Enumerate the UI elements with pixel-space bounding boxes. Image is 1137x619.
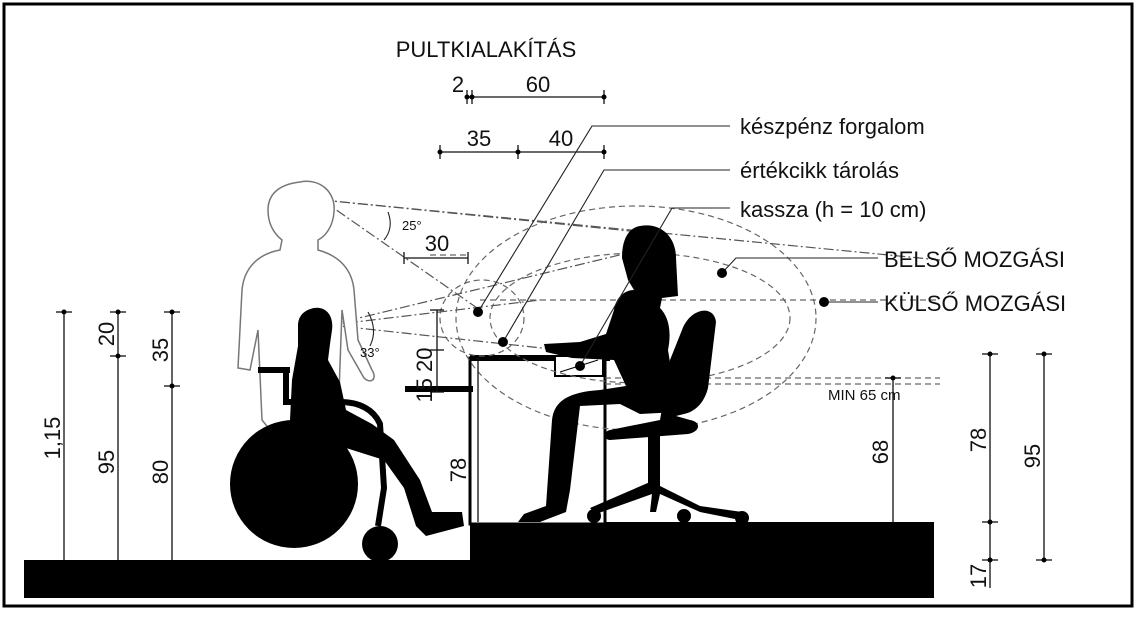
angle-33-label: 33° bbox=[360, 345, 380, 360]
dim-78-right-label: 78 bbox=[966, 428, 991, 452]
dim-30-label: 30 bbox=[425, 231, 449, 256]
dim-35-left-label: 35 bbox=[148, 338, 173, 362]
dim-15-20-label: 15 20 bbox=[412, 347, 437, 402]
callout-inner-movement: BELSŐ MOZGÁSI bbox=[884, 247, 1065, 272]
dim-68-label: 68 bbox=[868, 440, 893, 464]
dim-17-label: 17 bbox=[966, 564, 991, 588]
callout-valuables-storage: értékcikk tárolás bbox=[740, 158, 899, 183]
dim-35-label: 35 bbox=[467, 126, 491, 151]
dim-30: 30 bbox=[403, 231, 469, 264]
counter bbox=[405, 355, 610, 526]
angle-25-label: 25° bbox=[402, 218, 422, 233]
diagram-title: PULTKIALAKÍTÁS bbox=[396, 37, 577, 62]
dim-80-left-label: 80 bbox=[148, 460, 173, 484]
counter-height-dims: 15 20 78 bbox=[412, 309, 479, 522]
left-height-dims: 1,15 20 95 35 80 bbox=[40, 309, 180, 560]
callout-cash-flow: készpénz forgalom bbox=[740, 114, 925, 139]
raised-platform bbox=[470, 522, 934, 562]
callout-outer-movement: KÜLSŐ MOZGÁSI bbox=[884, 291, 1066, 316]
dim-78-counter-label: 78 bbox=[446, 458, 471, 482]
right-height-dims: 68 78 17 95 bbox=[868, 351, 1052, 588]
callout-cash-register: kassza (h = 10 cm) bbox=[740, 197, 926, 222]
callout-leaders bbox=[473, 125, 878, 371]
dim-115-label: 1,15 bbox=[40, 417, 65, 460]
floor-slab bbox=[24, 560, 934, 598]
dim-60-label: 60 bbox=[526, 72, 550, 97]
top-dimension-row-2: 35 40 bbox=[437, 126, 607, 159]
dim-2-label: 2 bbox=[452, 72, 464, 97]
dim-40-label: 40 bbox=[549, 126, 573, 151]
reach-zone bbox=[439, 279, 525, 357]
dim-95-left-label: 95 bbox=[94, 450, 119, 474]
min-65-label: MIN 65 cm bbox=[828, 387, 901, 404]
top-dimension-row-1: 2 60 bbox=[452, 72, 607, 104]
staff-silhouette bbox=[518, 225, 749, 525]
wheelchair-user-silhouette bbox=[230, 307, 464, 562]
dim-95-right-label: 95 bbox=[1020, 444, 1045, 468]
dim-20-left-label: 20 bbox=[94, 322, 119, 346]
frame-border bbox=[2, 2, 1134, 608]
